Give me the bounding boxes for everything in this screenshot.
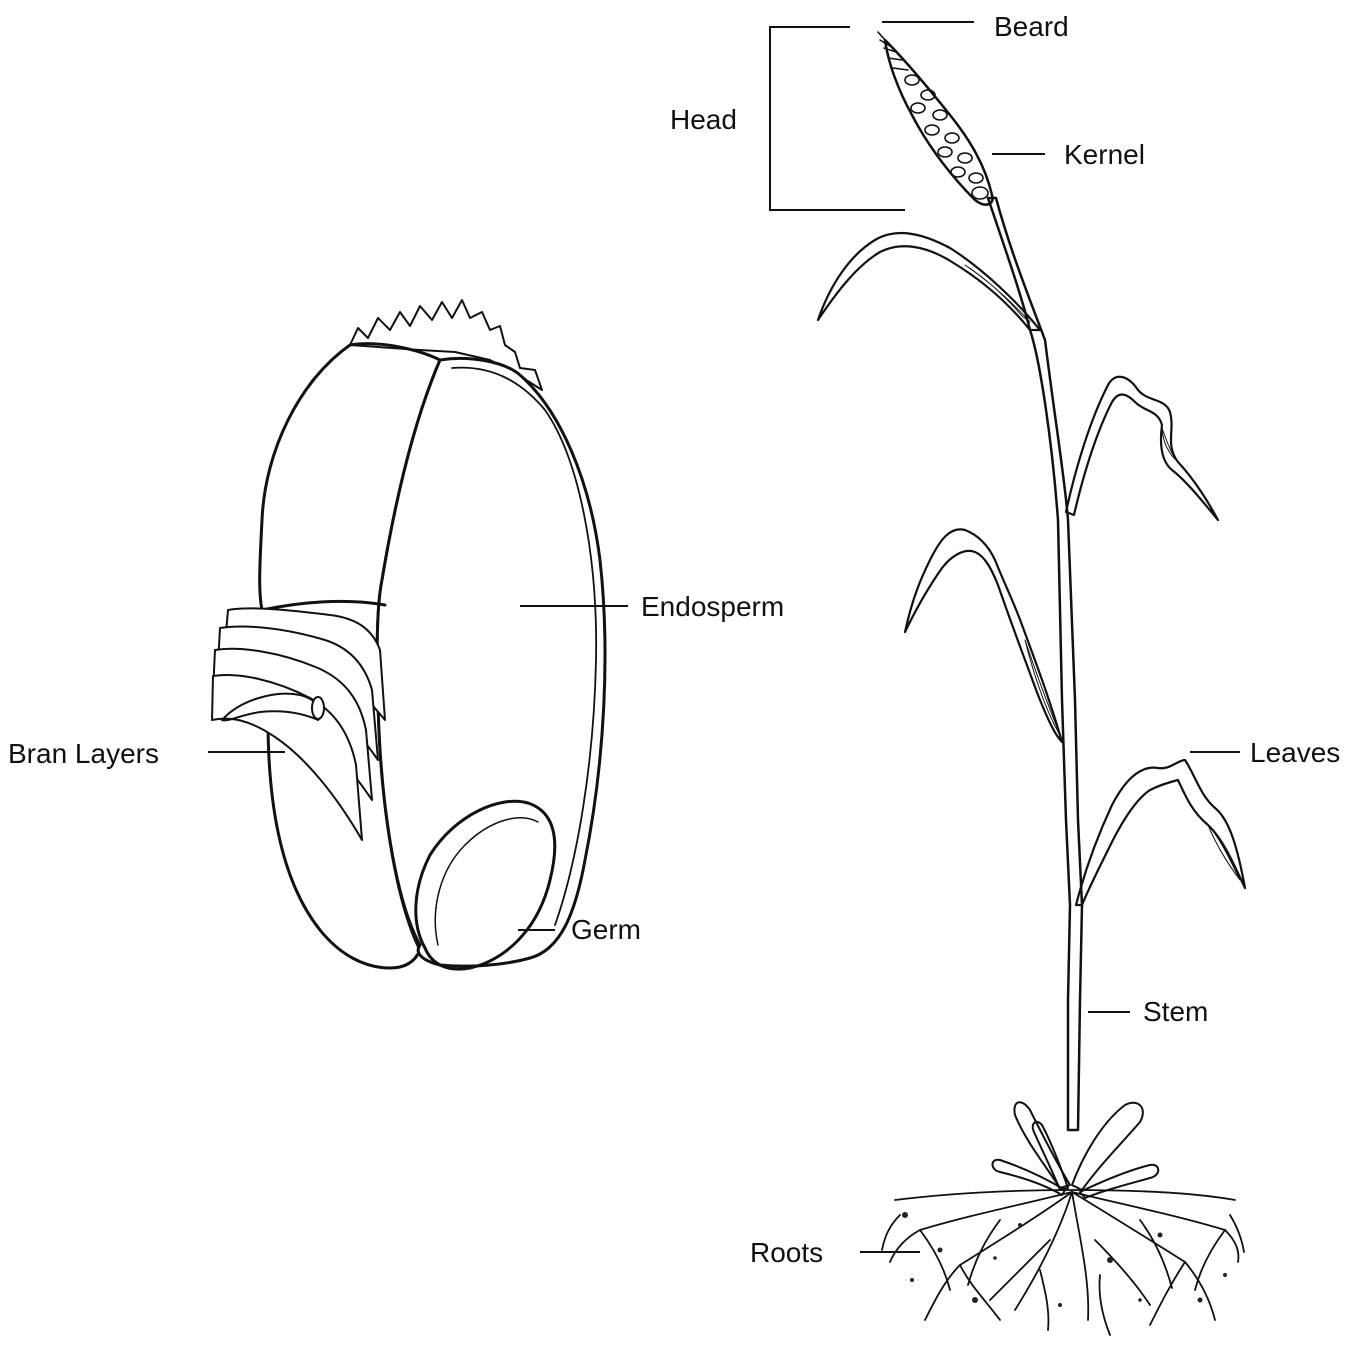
wheat-plant-illustration (818, 32, 1245, 1335)
leaf-top (818, 233, 1040, 330)
leaf-middle-left (905, 529, 1062, 742)
bran-band (262, 601, 385, 610)
basal-leaves (993, 1102, 1159, 1198)
label-beard: Beard (994, 11, 1069, 42)
soil-specks (902, 1212, 1227, 1307)
wheat-head (878, 32, 993, 205)
label-kernel: Kernel (1064, 139, 1145, 170)
label-roots: Roots (750, 1237, 823, 1268)
plant-stem (988, 198, 1082, 1130)
leaf-upper-right (1066, 377, 1218, 520)
labels: Endosperm Bran Layers Germ Beard Head Ke… (8, 11, 1340, 1268)
peeled-bran-layers (212, 608, 385, 840)
label-bran-layers: Bran Layers (8, 738, 159, 769)
label-head: Head (670, 104, 737, 135)
leaf-lower-right (1076, 760, 1245, 905)
plant-roots (882, 1190, 1244, 1335)
label-stem: Stem (1143, 996, 1208, 1027)
label-germ: Germ (571, 914, 641, 945)
label-endosperm: Endosperm (641, 591, 784, 622)
endosperm-face (377, 358, 605, 966)
label-leaves: Leaves (1250, 737, 1340, 768)
wheat-kernel-illustration (212, 300, 605, 969)
